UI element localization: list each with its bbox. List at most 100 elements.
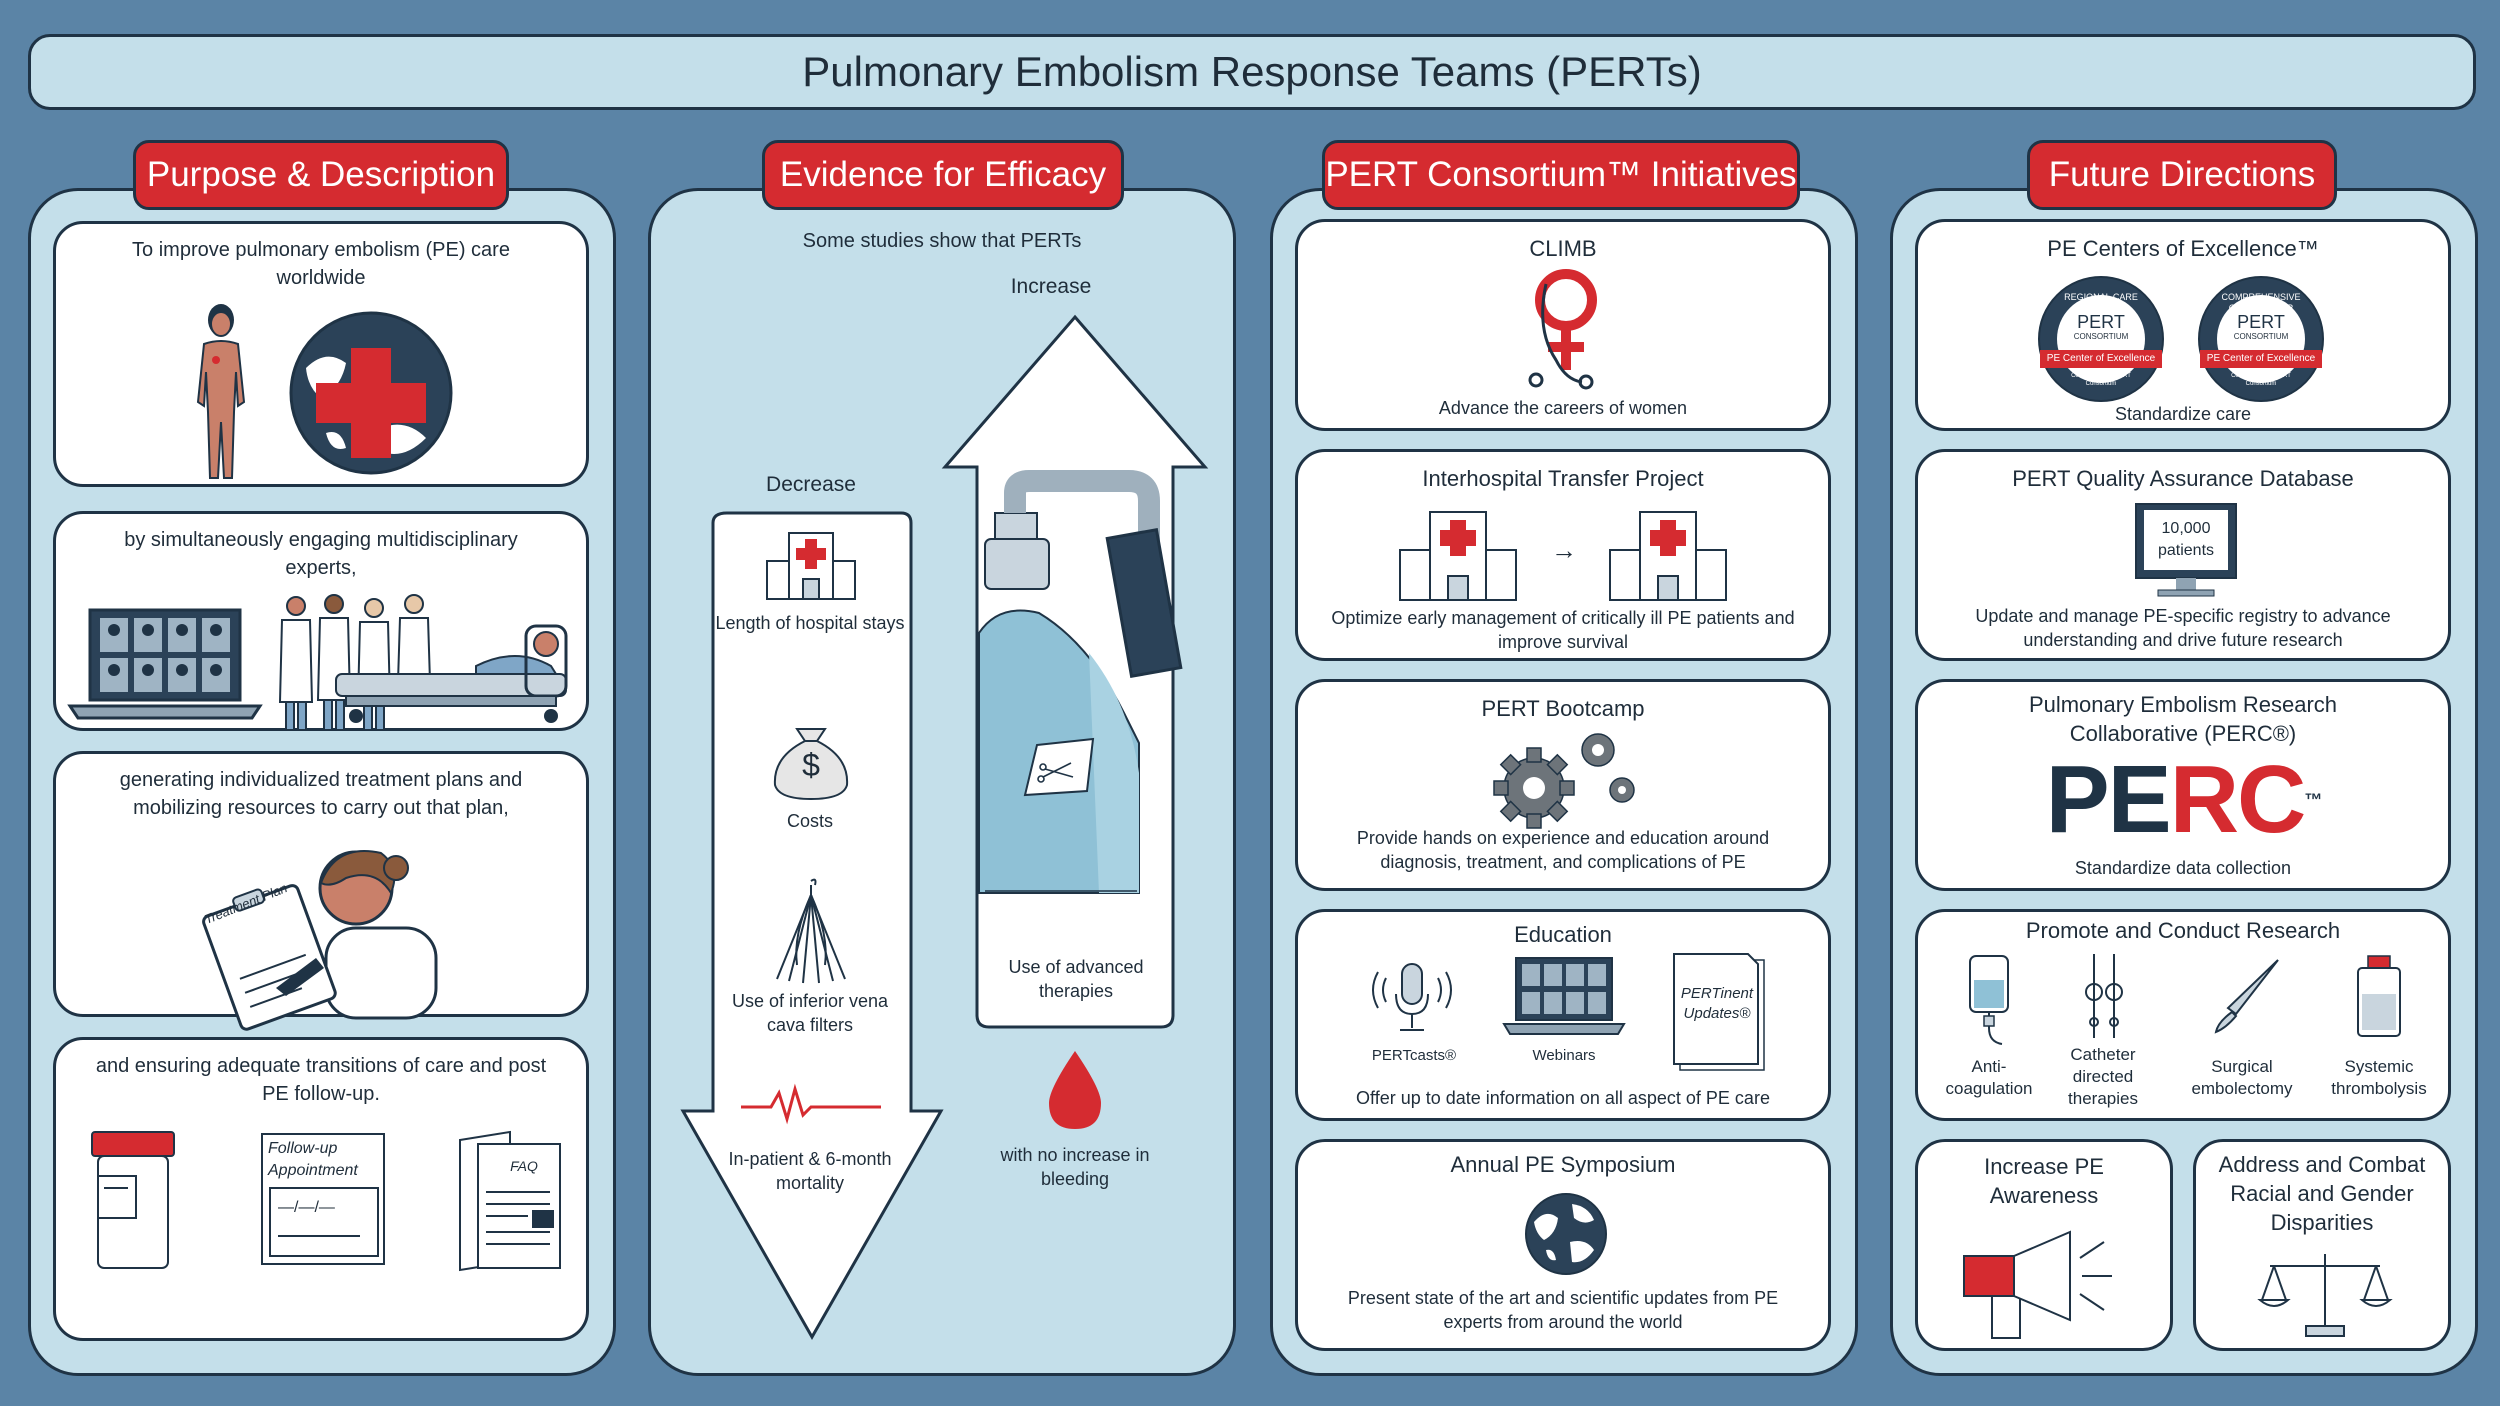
- increase-label: Increase: [1010, 275, 1092, 298]
- research-surgical-embolectomy: Surgical embolectomy: [2191, 1057, 2293, 1098]
- hospital-destination-icon: [1609, 511, 1727, 601]
- education-title: Education: [1514, 922, 1612, 947]
- comprehensive-care-center-badge: COMPREHENSIVE CARE CENTER PERT CONSORTIU…: [2196, 274, 2326, 404]
- comprehensive-badge-ring: COMPREHENSIVE CARE CENTER: [2221, 292, 2301, 313]
- decrease-label: Decrease: [766, 473, 856, 496]
- follow-up-appointment-label: Follow-up Appointment: [268, 1140, 358, 1179]
- disparities-card: Address and Combat Racial and Gender Dis…: [2193, 1139, 2451, 1351]
- symposium-title: Annual PE Symposium: [1450, 1152, 1676, 1177]
- qa-database-card: PERT Quality Assurance Database 10,000 p…: [1915, 449, 2451, 661]
- blood-drop-icon: [1049, 1051, 1101, 1129]
- hospital-bed-patient-icon: [335, 624, 568, 723]
- perc-text: Standardize data collection: [2074, 858, 2292, 878]
- symposium-card: Annual PE Symposium Present state of the…: [1295, 1139, 1831, 1351]
- patient-body-icon: [196, 304, 246, 479]
- regional-badge-fine: Certified by The PERT Consortium: [2071, 373, 2131, 387]
- centers-excellence-title: PE Centers of Excellence™: [2047, 236, 2319, 261]
- consortium-column: CLIMB Advance the careers of women Inter…: [1270, 188, 1858, 1376]
- comprehensive-badge-sub: CONSORTIUM: [2233, 332, 2289, 341]
- purpose-text-4: and ensuring adequate transitions of car…: [95, 1055, 547, 1105]
- symposium-text: Present state of the art and scientific …: [1347, 1288, 1779, 1332]
- page-title: Pulmonary Embolism Response Teams (PERTs…: [28, 34, 2476, 110]
- research-catheter-directed: Catheter directed therapies: [2068, 1045, 2138, 1108]
- patients-count: 10,000: [2161, 520, 2211, 537]
- regional-badge-ring: REGIONAL CARE CENTER: [2064, 292, 2138, 313]
- database-monitor-icon: [2135, 503, 2237, 597]
- purpose-text-2: by simultaneously engaging multidiscipli…: [124, 529, 518, 579]
- faq-label: FAQ: [510, 1158, 538, 1174]
- decrease-item-ivc-filters: Use of inferior vena cava filters: [731, 991, 889, 1035]
- purpose-card-4: and ensuring adequate transitions of car…: [53, 1037, 589, 1341]
- centers-excellence-card: PE Centers of Excellence™ REGIONAL CARE …: [1915, 219, 2451, 431]
- perc-logo-pe: PE: [2045, 746, 2172, 853]
- patients-unit: patients: [2157, 542, 2215, 559]
- webinar-laptop-icon: [1502, 957, 1626, 1035]
- awareness-card: Increase PE Awareness: [1915, 1139, 2173, 1351]
- scales-of-justice-icon: [2257, 1254, 2393, 1337]
- climb-title: CLIMB: [1529, 236, 1597, 261]
- faq-pamphlet-icon: [459, 1130, 561, 1272]
- pertcasts-label: PERTcasts®: [1371, 1047, 1457, 1064]
- ivc-filter-icon: [776, 878, 846, 984]
- education-card: Education PERTcasts® Webinars PERTinent …: [1295, 909, 1831, 1121]
- education-text: Offer up to date information on all aspe…: [1356, 1088, 1770, 1108]
- comprehensive-badge-ribbon: PE Center of Excellence: [2206, 353, 2316, 364]
- research-anticoagulation: Anti-coagulation: [1945, 1057, 2033, 1098]
- transfer-arrow: →: [1551, 535, 1577, 565]
- purpose-card-2: by simultaneously engaging multidiscipli…: [53, 511, 589, 731]
- follow-up-date: —/—/—: [278, 1199, 335, 1216]
- evidence-column: Some studies show that PERTs Decrease Le…: [648, 188, 1236, 1376]
- research-systemic-thrombolysis: Systemic thrombolysis: [2331, 1057, 2427, 1098]
- bootcamp-card: PERT Bootcamp Provide hands on experienc…: [1295, 679, 1831, 891]
- no-bleeding-increase: with no increase in bleeding: [1000, 1145, 1150, 1189]
- perc-logo-tm: ™: [2304, 790, 2322, 810]
- catheter-icon: [2085, 954, 2123, 1038]
- awareness-title: Increase PE Awareness: [1984, 1154, 2104, 1208]
- bootcamp-title: PERT Bootcamp: [1481, 696, 1645, 721]
- disparities-title: Address and Combat Racial and Gender Dis…: [2218, 1152, 2426, 1235]
- interhospital-card: Interhospital Transfer Project → Optimiz…: [1295, 449, 1831, 661]
- comprehensive-badge-brand: PERT: [2237, 312, 2285, 332]
- catheterization-lab-icon: [978, 470, 1183, 894]
- regional-badge-brand: PERT: [2077, 312, 2125, 332]
- decrease-item-mortality: In-patient & 6-month mortality: [728, 1149, 892, 1193]
- perc-title: Pulmonary Embolism Research Collaborativ…: [2028, 692, 2338, 746]
- perc-logo-rc: RC: [2169, 746, 2307, 853]
- evidence-intro: Some studies show that PERTs: [802, 230, 1082, 252]
- purpose-column: To improve pulmonary embolism (PE) care …: [28, 188, 616, 1376]
- globe-icon: [1525, 1193, 1607, 1275]
- hospital-building-icon: [766, 532, 856, 600]
- research-title: Promote and Conduct Research: [2025, 918, 2341, 943]
- decrease-arrow: [680, 511, 944, 1341]
- purpose-card-3: generating individualized treatment plan…: [53, 751, 589, 1031]
- dollar-sign: $: [802, 747, 820, 783]
- interhospital-title: Interhospital Transfer Project: [1422, 466, 1704, 491]
- regional-care-center-badge: REGIONAL CARE CENTER PERT CONSORTIUM PE …: [2036, 274, 2166, 404]
- clinician-treatment-plan-icon: [202, 850, 438, 1031]
- iv-bag-icon: [1969, 955, 2009, 1045]
- bootcamp-text: Provide hands on experience and educatio…: [1356, 828, 1770, 872]
- qa-database-text: Update and manage PE-specific registry t…: [1975, 606, 2391, 650]
- consortium-header: PERT Consortium™ Initiatives: [1322, 140, 1800, 210]
- medication-bottle-icon: [91, 1131, 175, 1269]
- laptop-video-call-icon: [67, 608, 263, 720]
- purpose-text-1: To improve pulmonary embolism (PE) care …: [132, 239, 510, 289]
- climb-card: CLIMB Advance the careers of women: [1295, 219, 1831, 431]
- regional-badge-ribbon: PE Center of Excellence: [2046, 353, 2156, 364]
- webinars-label: Webinars: [1532, 1047, 1596, 1064]
- increase-item-advanced-therapies: Use of advanced therapies: [1008, 957, 1144, 1001]
- perc-card: Pulmonary Embolism Research Collaborativ…: [1915, 679, 2451, 891]
- interhospital-text: Optimize early management of critically …: [1331, 608, 1795, 652]
- comprehensive-badge-fine: Certified by The PERT Consortium: [2231, 373, 2291, 387]
- follow-up-appointment-card-icon: [261, 1133, 385, 1265]
- hospital-origin-icon: [1399, 511, 1517, 601]
- purpose-text-3: generating individualized treatment plan…: [119, 769, 523, 819]
- female-stethoscope-icon: [1528, 269, 1597, 390]
- future-column: PE Centers of Excellence™ REGIONAL CARE …: [1890, 188, 2478, 1376]
- pertinent-updates-label: PERTinent Updates®: [1680, 985, 1754, 1022]
- newsletter-document-icon: [1673, 953, 1765, 1071]
- future-header: Future Directions: [2027, 140, 2337, 210]
- decrease-item-hospital-stays: Length of hospital stays: [715, 613, 905, 633]
- medicine-vial-icon: [2357, 955, 2401, 1037]
- perc-logo: PERC™: [1918, 750, 2448, 850]
